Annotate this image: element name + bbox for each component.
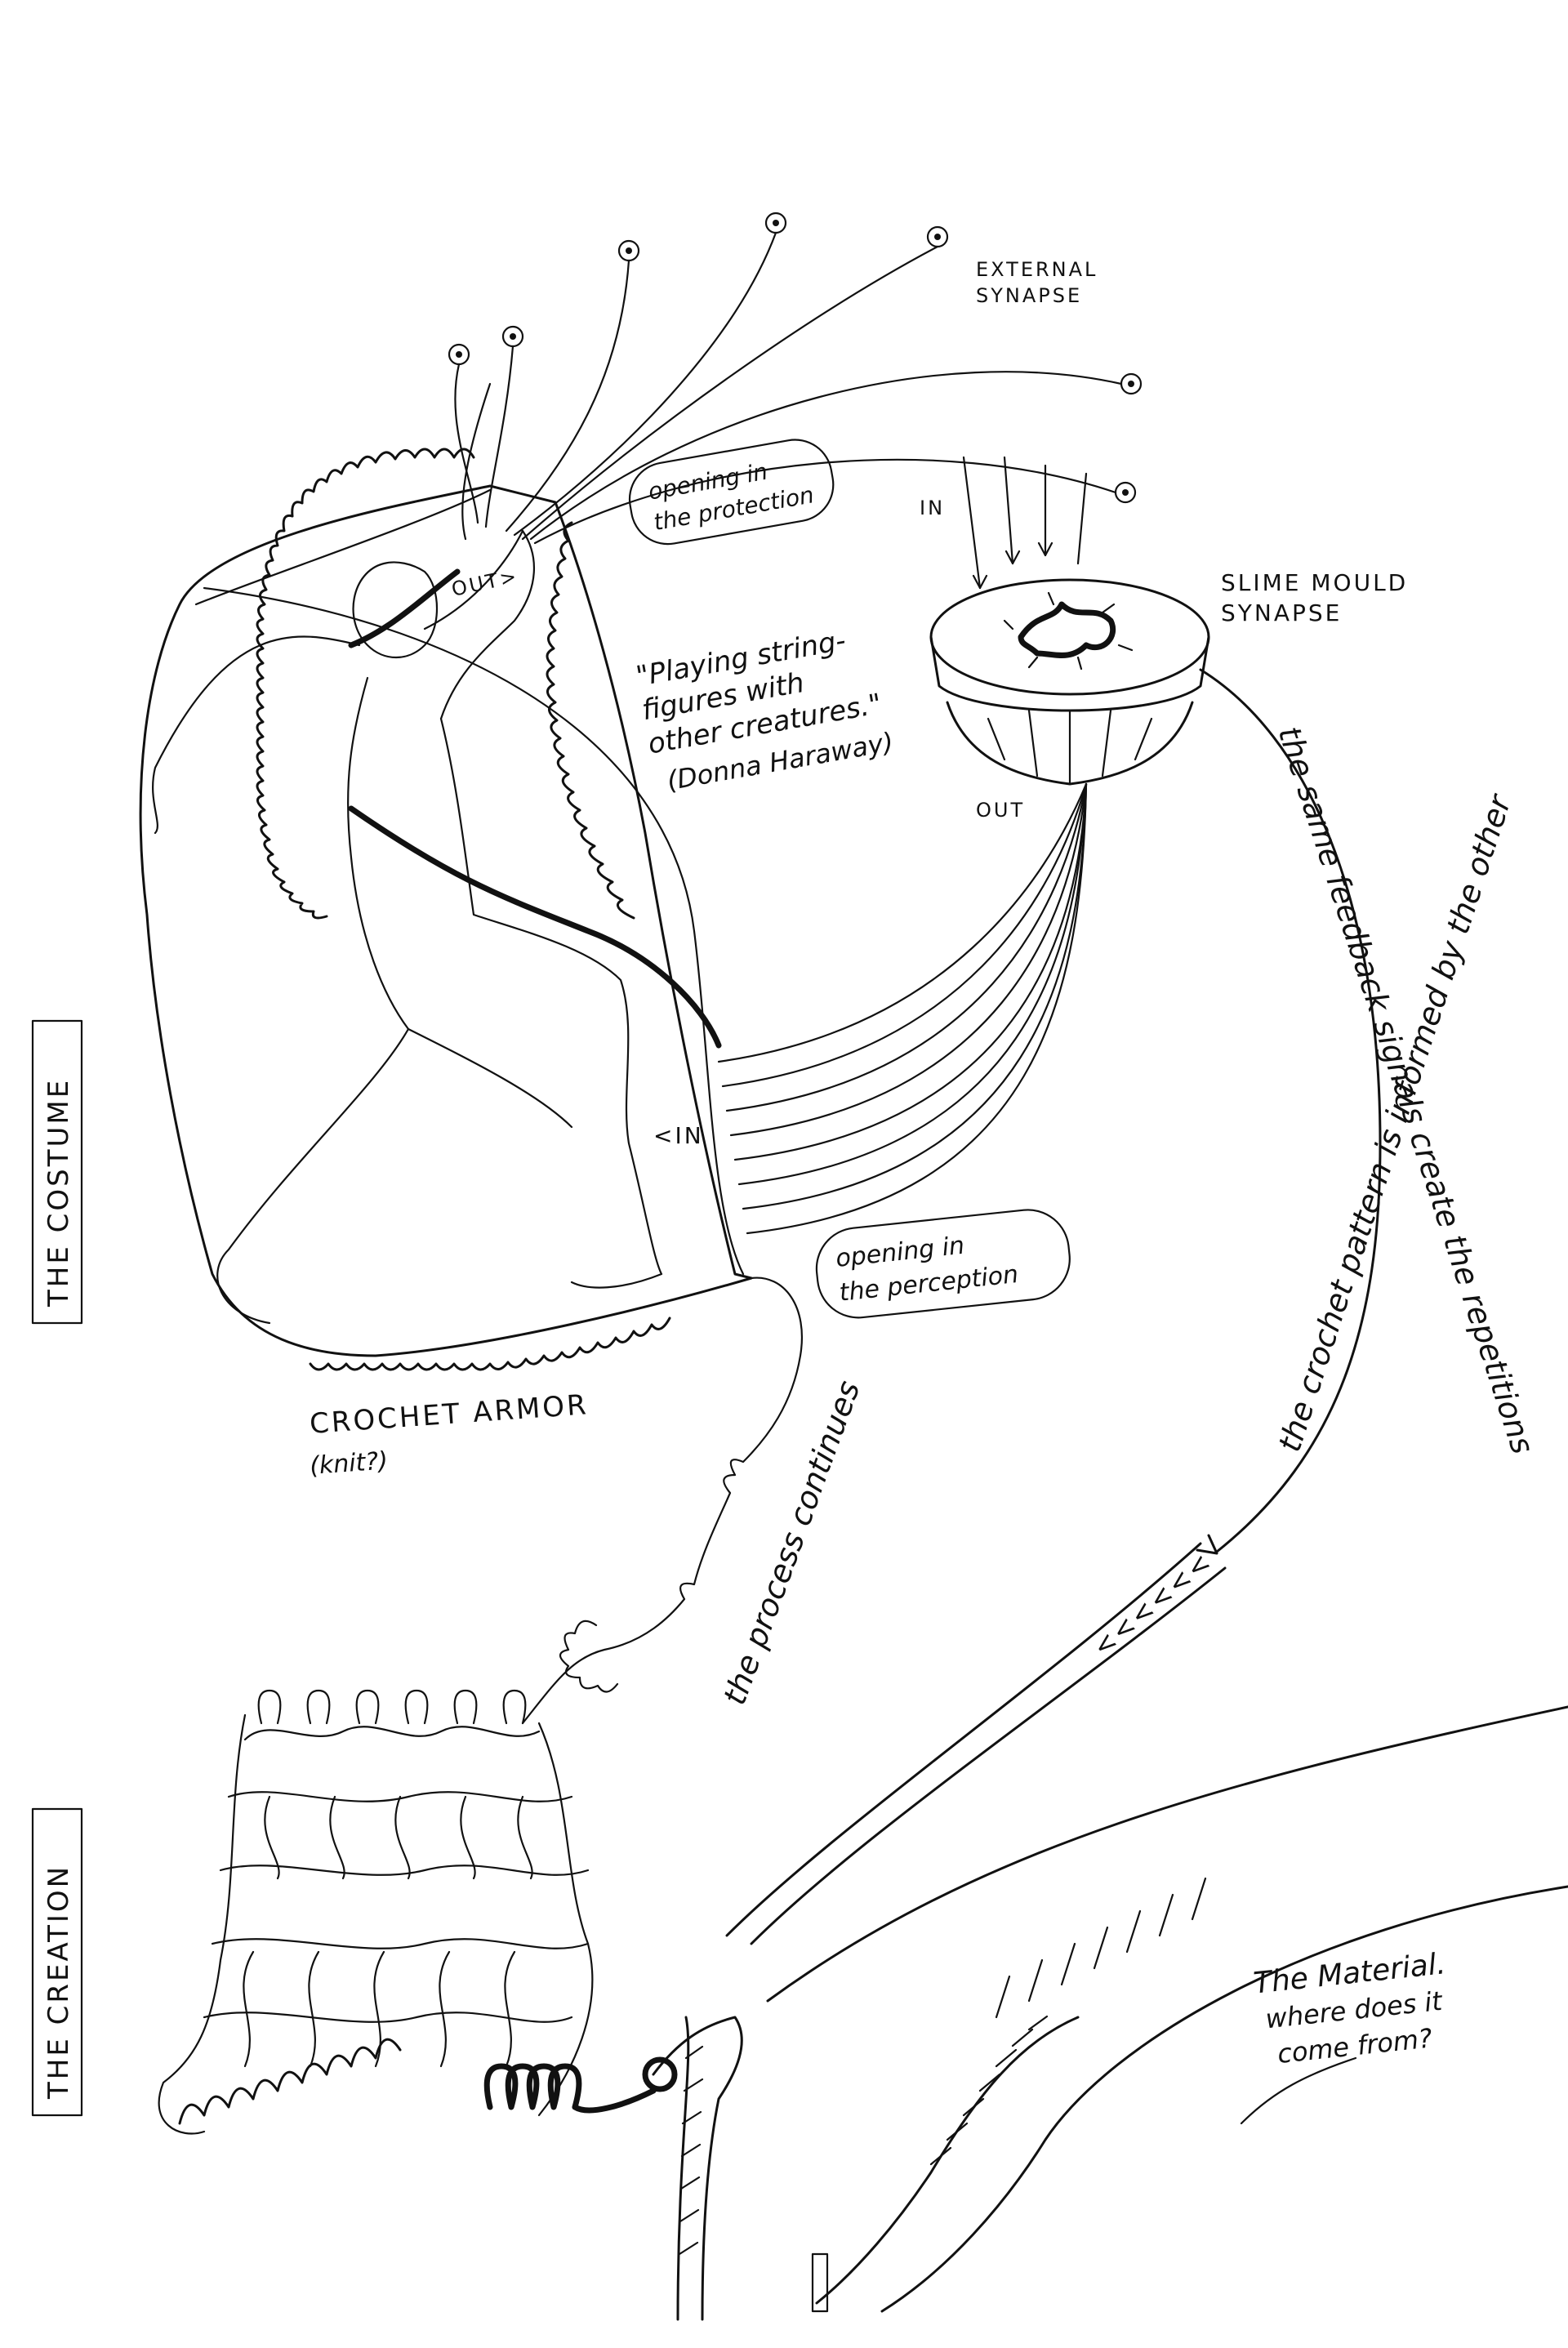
process-continues-label: the process continues: [716, 1376, 866, 1709]
dancer-figure: [152, 529, 722, 1325]
section-title-costume: THE COSTUME: [31, 1019, 83, 1325]
crochet-armor: [139, 448, 753, 1371]
slime-mould-synapse: [929, 456, 1210, 786]
haraway-quote: "Playing string- figures with other crea…: [634, 624, 896, 796]
direction-arrows: <<<<<<: [1087, 1545, 1218, 1663]
in-top-label: IN: [920, 497, 945, 519]
creation-title: THE CREATION: [42, 1865, 75, 2100]
synapse-node: [501, 325, 524, 348]
section-title-creation: THE CREATION: [31, 1807, 83, 2117]
synapse-node: [764, 212, 787, 234]
process-string: [521, 1276, 803, 1725]
synapse-node: [448, 343, 470, 366]
synapse-node: [926, 225, 949, 248]
external-synapse-line2: SYNAPSE: [976, 284, 1082, 307]
out-arm-label: OUT>: [449, 564, 520, 601]
external-strings: [454, 231, 1123, 545]
slime-mould-label: SLIME MOULD SYNAPSE: [1221, 569, 1408, 626]
slime-mould-line1: SLIME MOULD: [1221, 569, 1408, 596]
material-question: The Material. where does it come from?: [1252, 1947, 1447, 2070]
feedback-loop: [725, 668, 1382, 1945]
return-strings: [717, 782, 1088, 1235]
slime-mould-line2: SYNAPSE: [1221, 599, 1342, 626]
opening-perception-bubble: opening in the perception: [815, 1209, 1071, 1319]
out-bottom-label: OUT: [976, 799, 1025, 822]
knit-label: (knit?): [309, 1446, 389, 1481]
synapse-node: [617, 239, 640, 262]
external-synapse-label: EXTERNAL SYNAPSE: [976, 258, 1098, 307]
in-left-label: <IN: [653, 1122, 704, 1149]
synapse-node: [1120, 372, 1143, 395]
crochet-swatch: [158, 1689, 657, 2135]
opening-protection-bubble: opening in the protection: [628, 439, 835, 546]
costume-title: THE COSTUME: [42, 1078, 75, 1308]
synapse-node: [1114, 481, 1137, 504]
material-form: [642, 1705, 1568, 2321]
external-synapse-nodes: [448, 212, 1143, 504]
crochet-armor-label: CROCHET ARMOR: [309, 1388, 590, 1441]
external-synapse-line1: EXTERNAL: [976, 258, 1098, 281]
